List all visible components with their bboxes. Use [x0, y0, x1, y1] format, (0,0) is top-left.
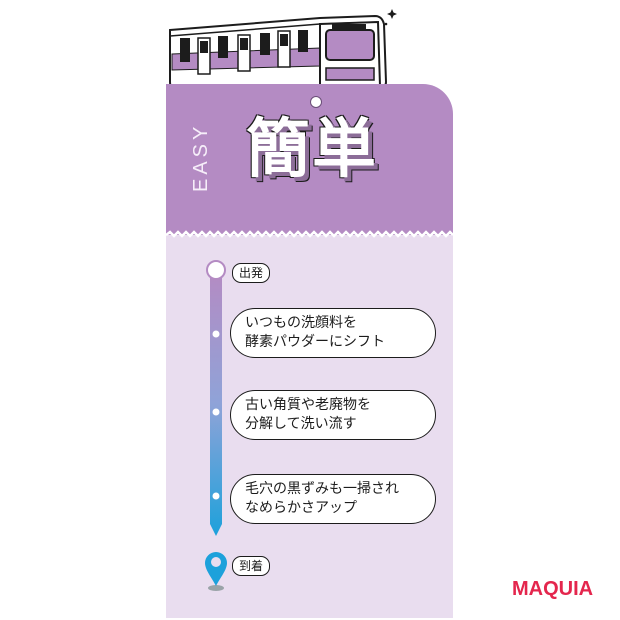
brand-logo: MAQUIA — [512, 578, 594, 600]
start-station-label: 出発 — [232, 263, 271, 283]
station-dot — [212, 492, 220, 500]
level-label: EASY — [190, 122, 212, 192]
step-text-line2: なめらかさアップ — [245, 500, 357, 516]
step-bubble: 毛穴の黒ずみも一掃され なめらかさアップ — [230, 474, 436, 524]
step-bubble: 古い角質や老廃物を 分解して洗い流す — [230, 390, 436, 440]
map-pin-icon — [205, 552, 227, 586]
step-bubble: いつもの洗顔料を 酵素パウダーにシフト — [230, 308, 436, 358]
card-header — [166, 84, 453, 234]
step-text-line2: 分解して洗い流す — [245, 416, 357, 432]
end-station-label: 到着 — [232, 556, 271, 576]
sparkle-icon — [384, 9, 397, 26]
station-dot — [212, 408, 220, 416]
train-illustration — [169, 9, 397, 99]
step-text-line1: 毛穴の黒ずみも一掃され — [245, 481, 399, 497]
station-dot — [212, 330, 220, 338]
step-text-line1: いつもの洗顔料を — [245, 315, 357, 331]
start-station-dot — [206, 260, 226, 280]
card-title: 簡単 — [246, 113, 378, 187]
step-text-line1: 古い角質や老廃物を — [245, 397, 371, 413]
step-text-line2: 酵素パウダーにシフト — [245, 334, 385, 350]
hang-hole — [310, 96, 322, 108]
route-line — [205, 260, 227, 591]
perforation-edge — [166, 228, 453, 242]
